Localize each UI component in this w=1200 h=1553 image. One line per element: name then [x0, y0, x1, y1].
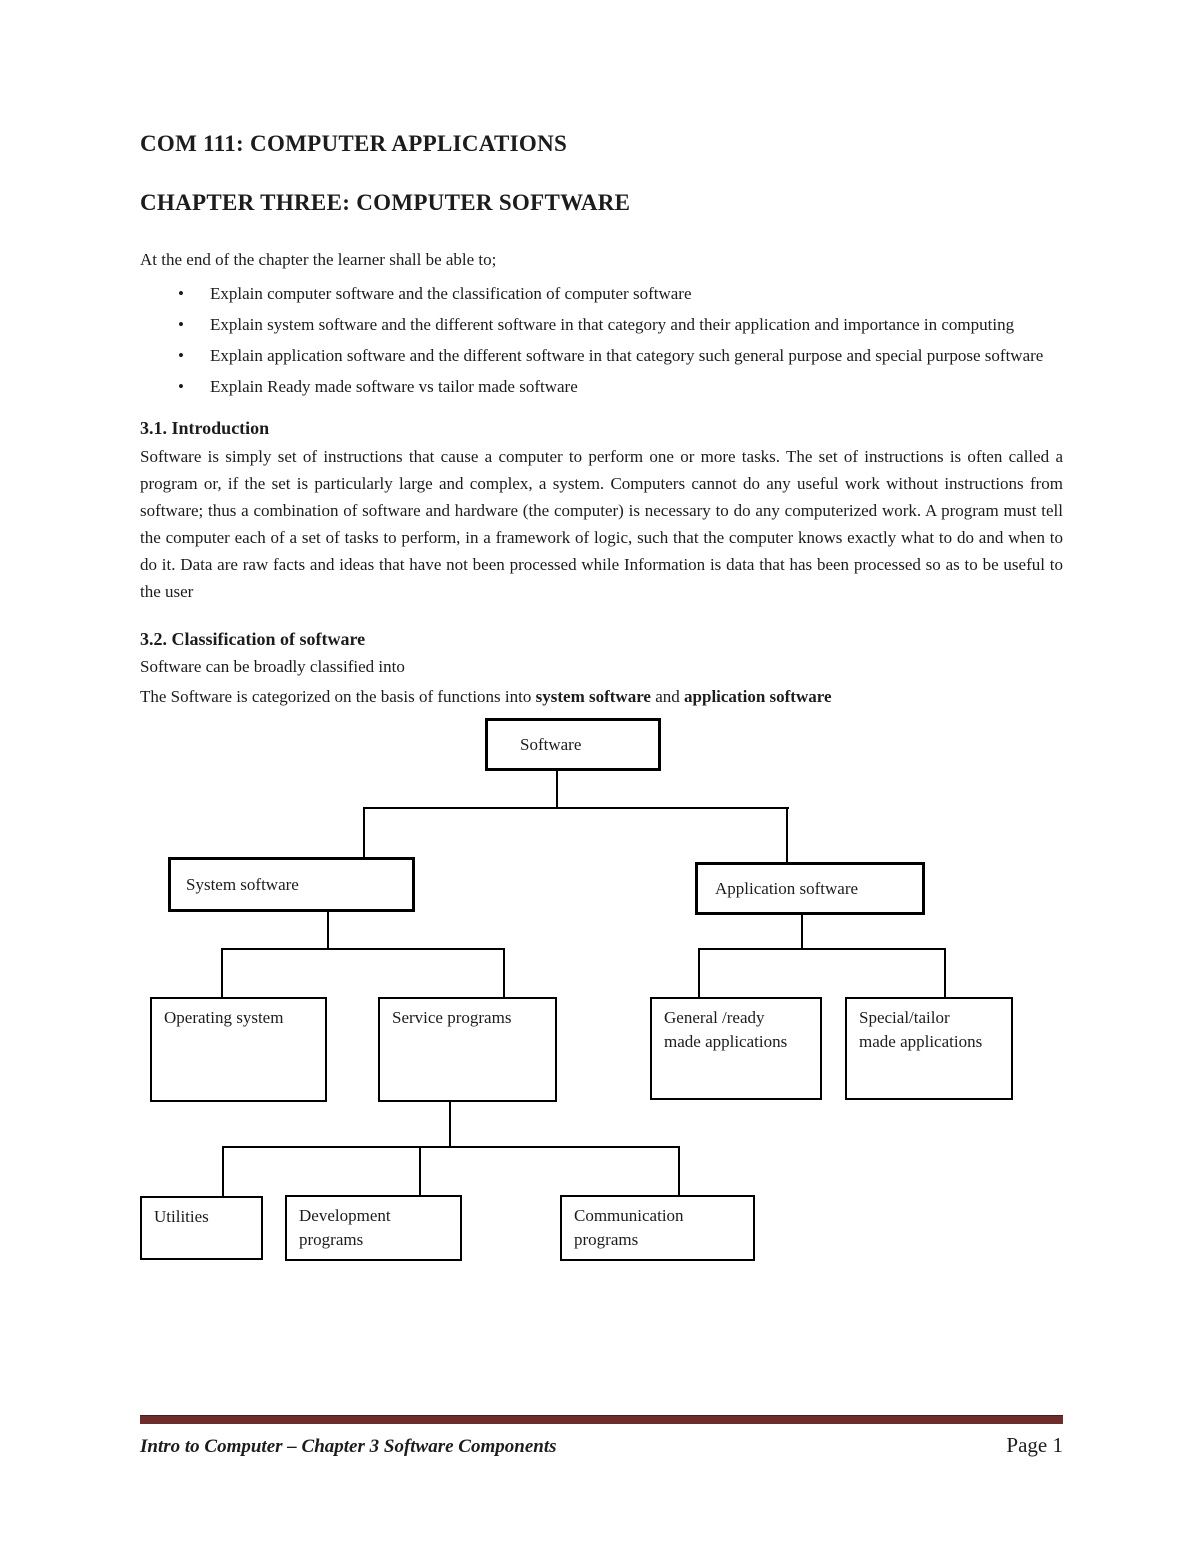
- connector-line: [327, 912, 329, 948]
- connector-line: [503, 948, 505, 997]
- connector-line: [698, 948, 700, 997]
- diagram-box-application-software: Application software: [695, 862, 925, 915]
- connector-line: [449, 1102, 451, 1146]
- objective-item: Explain computer software and the classi…: [140, 280, 1063, 307]
- connector-line: [419, 1146, 421, 1196]
- diagram-box-development-programs: Development programs: [285, 1195, 462, 1261]
- objectives-intro: At the end of the chapter the learner sh…: [140, 250, 497, 269]
- connector-line: [221, 948, 223, 997]
- course-title: COM 111: COMPUTER APPLICATIONS: [140, 131, 568, 156]
- chapter-title: CHAPTER THREE: COMPUTER SOFTWARE: [140, 190, 631, 215]
- connector-line: [222, 1146, 224, 1196]
- connector-line: [786, 807, 788, 864]
- page-body: COM 111: COMPUTER APPLICATIONS CHAPTER T…: [140, 0, 1063, 1270]
- connector-line: [363, 807, 789, 809]
- classification-bold-system-software: system software: [535, 687, 651, 706]
- connector-line: [556, 771, 558, 807]
- diagram-box-special-tailor-made-applications: Special/tailor made applications: [845, 997, 1013, 1100]
- diagram-box-operating-system: Operating system: [150, 997, 327, 1102]
- classification-line2: The Software is categorized on the basis…: [140, 683, 1063, 710]
- diagram-box-utilities: Utilities: [140, 1196, 263, 1260]
- objective-item: Explain application software and the dif…: [140, 342, 1063, 369]
- diagram-box-general-ready-made-applications: General /ready made applications: [650, 997, 822, 1100]
- connector-line: [698, 948, 946, 950]
- section-heading-classification: 3.2. Classification of software: [140, 629, 366, 649]
- objective-item: Explain system software and the differen…: [140, 311, 1063, 338]
- connector-line: [678, 1146, 680, 1196]
- diagram-box-communication-programs: Communication programs: [560, 1195, 755, 1261]
- footer-left-text: Intro to Computer – Chapter 3 Software C…: [140, 1436, 557, 1457]
- classification-line1: Software can be broadly classified into: [140, 657, 405, 676]
- footer-page-number: Page 1: [1006, 1433, 1063, 1457]
- connector-line: [944, 948, 946, 997]
- objective-item: Explain Ready made software vs tailor ma…: [140, 373, 1063, 400]
- connector-line: [221, 948, 505, 950]
- footer-rule: [140, 1415, 1063, 1424]
- diagram-box-software: Software: [485, 718, 661, 771]
- footer-row: Intro to Computer – Chapter 3 Software C…: [140, 1433, 1063, 1458]
- classification-bold-application-software: application software: [684, 687, 832, 706]
- objectives-list: Explain computer software and the classi…: [140, 280, 1063, 400]
- classification-line2-mid: and: [650, 687, 685, 706]
- diagram-box-service-programs: Service programs: [378, 997, 557, 1102]
- section-heading-introduction: 3.1. Introduction: [140, 418, 270, 438]
- diagram-box-system-software: System software: [168, 857, 415, 912]
- connector-line: [363, 807, 365, 857]
- classification-line2-prefix: The Software is categorized on the basis…: [140, 687, 536, 706]
- page-footer: Intro to Computer – Chapter 3 Software C…: [140, 1415, 1063, 1458]
- introduction-paragraph: Software is simply set of instructions t…: [140, 447, 1063, 601]
- connector-line: [801, 915, 803, 948]
- software-classification-diagram: Software System software Application sof…: [0, 710, 1200, 1270]
- connector-line: [222, 1146, 680, 1148]
